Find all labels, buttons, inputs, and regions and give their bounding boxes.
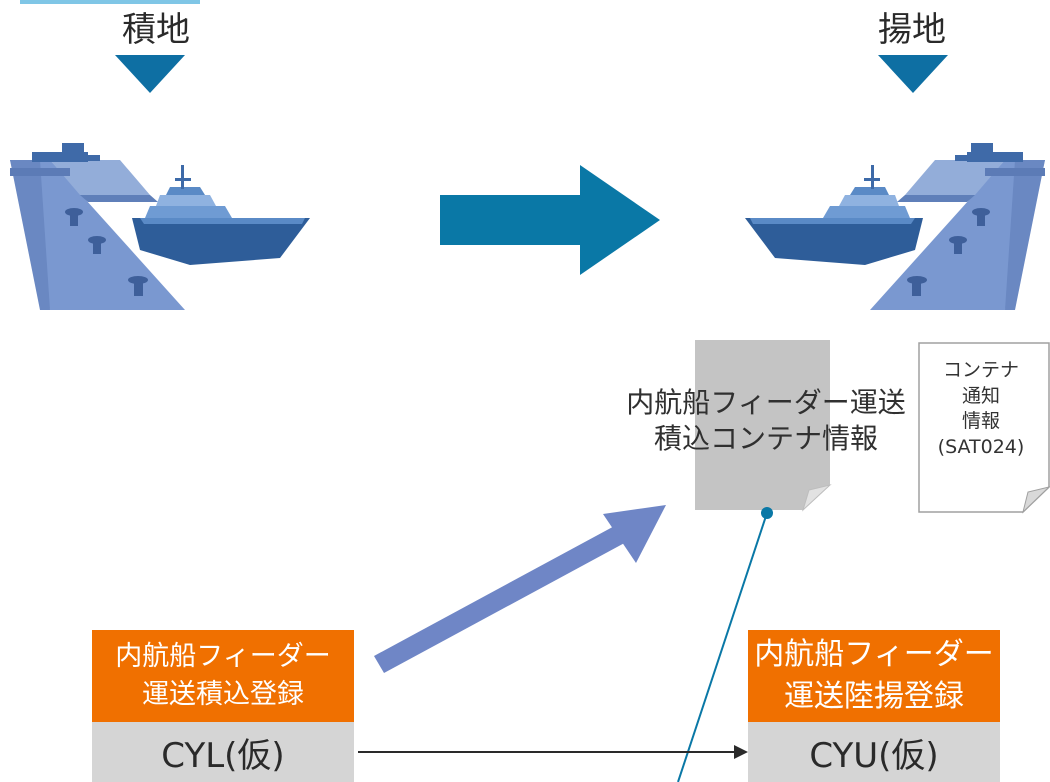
diagonal-arrow-icon xyxy=(374,505,666,673)
down-triangle-icon xyxy=(878,55,948,93)
unloading-registration-box: 内航船フィーダー 運送陸揚登録 xyxy=(748,630,1000,722)
down-triangle-icon xyxy=(115,55,185,93)
unloading-port-label: 揚地 xyxy=(878,10,946,50)
pier-ship-icon xyxy=(10,143,310,310)
right-arrow-icon xyxy=(440,165,660,275)
connector-line xyxy=(677,507,773,782)
notice-line4: (SAT024) xyxy=(937,435,1025,458)
notice-line3: 情報 xyxy=(961,410,1000,433)
loading-registration-title-line2: 運送積込登録 xyxy=(142,679,304,710)
loading-port-label: 積地 xyxy=(122,10,190,50)
flow-arrow-icon xyxy=(358,745,748,759)
loading-registration-box: 内航船フィーダー 運送積込登録 xyxy=(92,630,354,722)
unloading-registration-title-line1: 内航船フィーダー xyxy=(754,637,994,672)
notice-document-icon xyxy=(918,342,1050,514)
unloading-code-box: CYU(仮) xyxy=(748,722,1000,782)
notice-line2: 通知 xyxy=(961,384,1000,407)
pier-ship-icon xyxy=(745,143,1045,310)
loading-code-box: CYL(仮) xyxy=(92,722,354,782)
document-title-line2: 積込コンテナ情報 xyxy=(653,422,878,456)
document-title: 内航船フィーダー運送 積込コンテナ情報 xyxy=(596,385,936,458)
notice-text: コンテナ 通知 情報 (SAT024) xyxy=(920,358,1042,461)
top-accent-bar xyxy=(20,0,200,4)
loading-registration-title-line1: 内航船フィーダー xyxy=(115,641,331,673)
document-title-line1: 内航船フィーダー運送 xyxy=(626,386,906,419)
unloading-registration-title-line2: 運送陸揚登録 xyxy=(784,679,964,714)
document-icon xyxy=(695,340,832,512)
notice-line1: コンテナ xyxy=(942,359,1019,381)
